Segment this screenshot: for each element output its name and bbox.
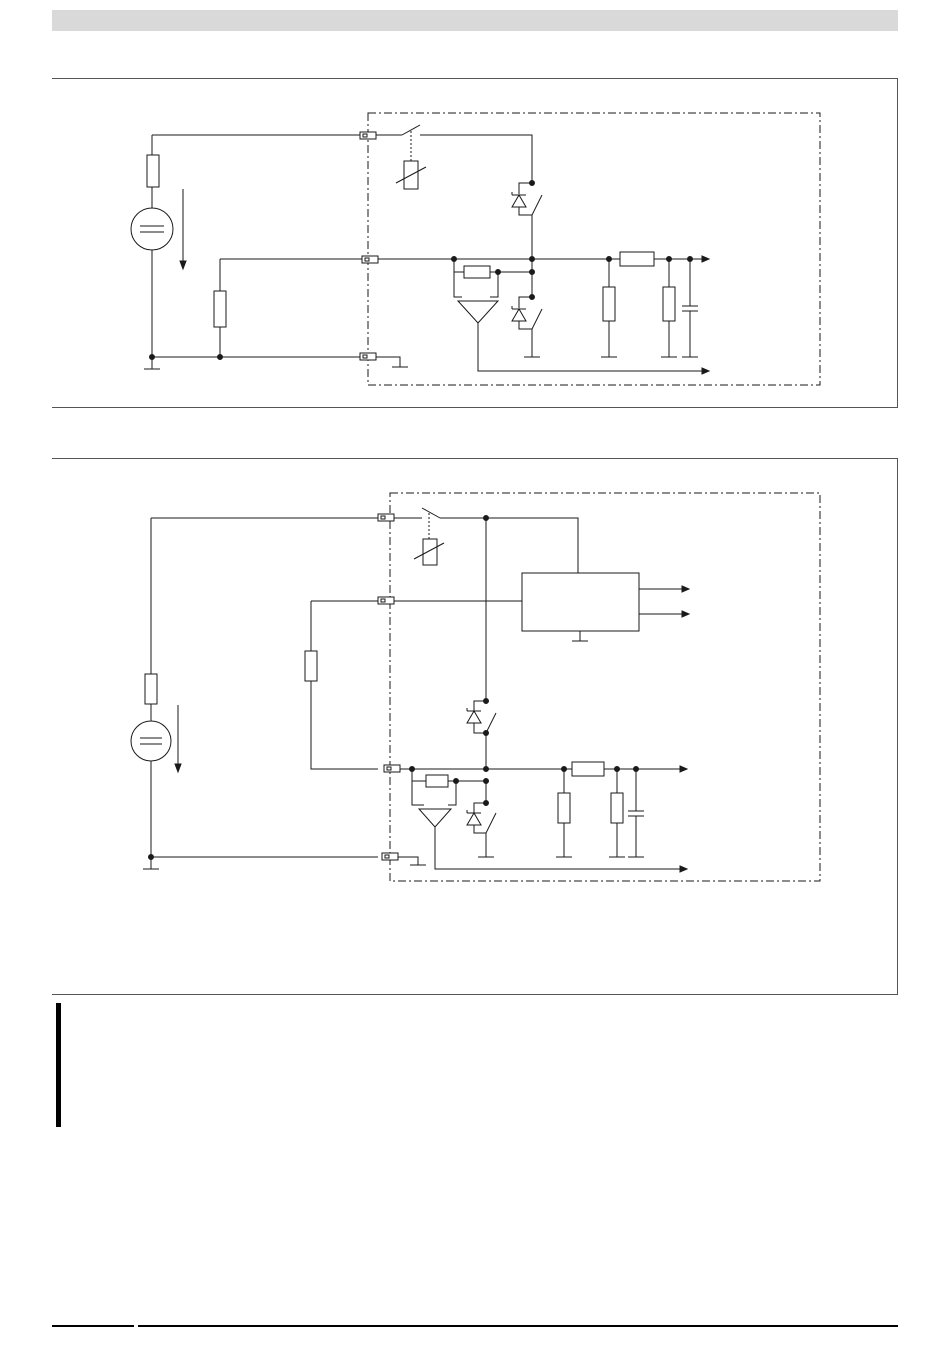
switch-icon — [532, 309, 542, 329]
switch-icon — [402, 125, 420, 135]
figure-2-frame — [52, 458, 898, 995]
capacitor-icon — [682, 306, 698, 311]
filter-resistor — [663, 287, 675, 321]
relay-coil-icon — [423, 539, 437, 565]
page-header-bar — [52, 10, 898, 31]
junction — [484, 767, 489, 772]
switch-icon — [486, 813, 496, 833]
zener-diode-icon — [512, 192, 526, 207]
capacitor-icon — [628, 811, 644, 816]
ground-icon — [143, 857, 159, 869]
footer-rule — [52, 1325, 898, 1327]
wire — [478, 323, 702, 371]
terminal-icon — [378, 597, 394, 604]
amplifier-icon — [458, 301, 498, 323]
wire — [448, 781, 456, 805]
switch-icon — [422, 508, 440, 518]
terminal-icon — [378, 514, 394, 521]
wire — [412, 781, 424, 805]
module-boundary — [368, 113, 820, 385]
circuit-diagram-1 — [52, 79, 898, 409]
dc-source-icon — [131, 208, 173, 250]
filter-resistor — [611, 793, 623, 823]
amplifier-icon — [419, 809, 451, 827]
ground-icon — [398, 857, 426, 865]
switch-icon — [532, 195, 542, 215]
series-resistor — [572, 762, 604, 776]
figure-1-frame — [52, 78, 898, 408]
shunt-resistor — [464, 266, 490, 278]
shunt-resistor — [426, 775, 448, 787]
pulldown-resistor — [558, 793, 570, 823]
module-boundary — [390, 493, 820, 881]
terminal-icon — [384, 765, 400, 772]
footer-rule-gap — [134, 1324, 138, 1328]
wire — [435, 827, 680, 869]
arrowhead — [682, 586, 689, 592]
wire — [311, 681, 378, 769]
circuit-diagram-2 — [52, 459, 898, 996]
ground-icon — [376, 357, 408, 367]
wire — [490, 272, 498, 297]
arrowhead — [682, 611, 689, 617]
arrowhead — [180, 261, 186, 269]
note-marker-bar — [56, 1003, 61, 1127]
pulldown-resistor — [603, 287, 615, 321]
arrowhead — [702, 256, 709, 262]
junction — [484, 731, 489, 736]
arrowhead — [680, 766, 687, 772]
ic-block — [522, 573, 639, 631]
wire — [519, 321, 532, 329]
wire — [440, 518, 578, 573]
zener-diode-icon — [467, 810, 481, 825]
fuse-resistor — [145, 674, 157, 704]
arrowhead — [175, 764, 181, 772]
switch-icon — [486, 713, 496, 733]
terminal-icon — [362, 256, 378, 263]
arrowhead — [680, 866, 687, 872]
sensor-resistor — [305, 651, 317, 681]
wire — [519, 207, 532, 215]
zener-diode-icon — [467, 708, 481, 723]
sensor-resistor — [214, 291, 226, 327]
terminal-icon — [382, 853, 398, 860]
terminal-icon — [360, 353, 376, 360]
fuse-resistor — [147, 155, 159, 187]
wire — [454, 272, 462, 297]
arrowhead — [702, 368, 709, 374]
series-resistor — [620, 252, 654, 266]
zener-diode-icon — [512, 306, 526, 321]
wire — [420, 135, 532, 183]
terminal-icon — [360, 132, 376, 139]
dc-source-icon — [131, 721, 171, 761]
wire — [474, 825, 486, 833]
